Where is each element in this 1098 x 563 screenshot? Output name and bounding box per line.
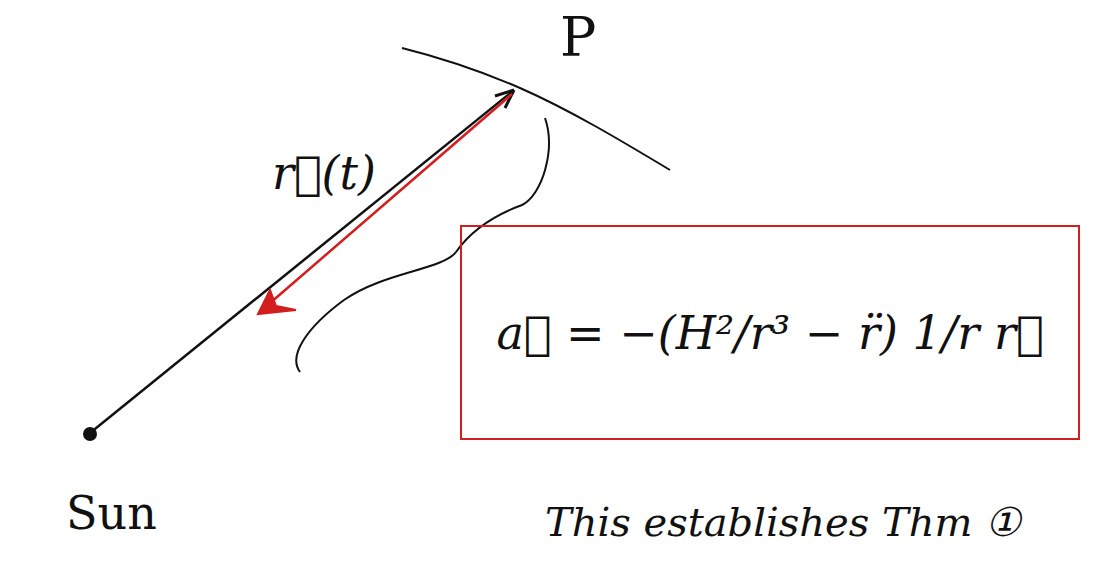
- sun-dot: [83, 427, 97, 441]
- position-vector: [90, 90, 514, 433]
- sun-label: Sun: [66, 488, 157, 539]
- formula-box: a⃗ = −(H²/r³ − r̈) 1/r r⃗: [460, 225, 1080, 440]
- acceleration-arrowhead: [258, 290, 296, 314]
- acceleration-vector: [262, 94, 512, 310]
- note-text: This establishes Thm ①: [545, 500, 1021, 544]
- point-label: P: [560, 8, 596, 67]
- formula-text: a⃗ = −(H²/r³ − r̈) 1/r r⃗: [496, 306, 1043, 360]
- vector-label: r⃗(t): [272, 148, 376, 199]
- orbit-curve: [402, 48, 670, 170]
